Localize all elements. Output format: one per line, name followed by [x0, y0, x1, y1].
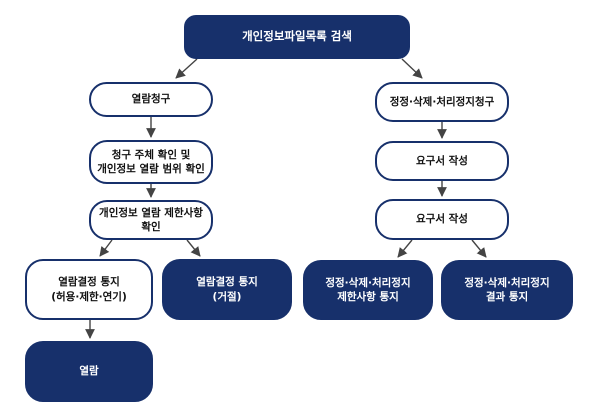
arrow-search-to-request-view — [175, 58, 198, 79]
node-correction-result-notice: 정정·삭제·처리정지 결과 통지 — [441, 260, 573, 320]
node-label: 개인정보 열람 범위 확인 — [97, 163, 205, 175]
node-label: 정정·삭제·처리정지청구 — [389, 95, 495, 108]
node-correction-limit-notice: 정정·삭제·처리정지 제한사항 통지 — [303, 260, 433, 320]
node-label: 청구 주체 확인 및 — [111, 148, 191, 161]
node-label: 결과 통지 — [485, 291, 529, 303]
node-check-limits: 개인정보 열람 제한사항 확인 — [89, 200, 213, 240]
node-correction-request: 정정·삭제·처리정지청구 — [375, 82, 509, 122]
arrow-search-to-request-fix — [401, 58, 423, 79]
arrow-write-2-to-notice-result — [471, 239, 487, 258]
node-label: 요구서 작성 — [416, 154, 468, 167]
node-write-request-2: 요구서 작성 — [375, 199, 509, 240]
arrow-write-2-to-notice-limit — [397, 239, 413, 258]
node-label: 열람결정 통지 — [58, 276, 120, 289]
node-label: 제한사항 통지 — [337, 291, 399, 303]
node-personal-info-file-search: 개인정보파일목록 검색 — [184, 15, 410, 59]
node-label: 요구서 작성 — [416, 213, 468, 226]
node-check-scope: 청구 주체 확인 및 개인정보 열람 범위 확인 — [89, 140, 213, 184]
node-label: 열람결정 통지 — [196, 276, 258, 289]
node-label: (거절) — [212, 290, 242, 303]
arrow-check-limit-to-notice-allow — [99, 239, 113, 257]
node-label: 개인정보파일목록 검색 — [242, 29, 352, 44]
node-label: 확인 — [141, 221, 161, 233]
node-label: 열람청구 — [131, 93, 171, 106]
node-label: 열람 — [79, 365, 99, 378]
node-view-request: 열람청구 — [89, 82, 213, 117]
node-write-request-1: 요구서 작성 — [375, 141, 509, 181]
node-view: 열람 — [25, 341, 153, 402]
node-label: (허용·제한·연기) — [51, 290, 127, 303]
node-label: 개인정보 열람 제한사항 — [99, 206, 203, 219]
node-view-decision-notice-deny: 열람결정 통지 (거절) — [162, 259, 292, 320]
arrow-check-limit-to-notice-deny — [186, 239, 201, 257]
node-view-decision-notice-allow: 열람결정 통지 (허용·제한·연기) — [25, 259, 153, 320]
node-label: 정정·삭제·처리정지 — [464, 276, 550, 289]
node-label: 정정·삭제·처리정지 — [325, 276, 411, 289]
